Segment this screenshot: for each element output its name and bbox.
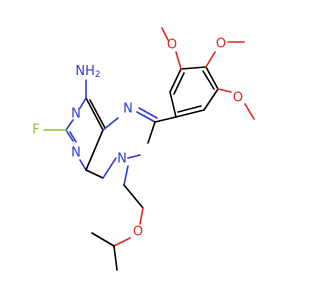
methoxy-bottom <box>217 88 255 120</box>
nitrogen-n1-label: N <box>71 107 81 122</box>
nitrogen-n3-label: N <box>71 146 81 161</box>
amine-label: NH2 <box>75 64 100 81</box>
benzyl-linker <box>154 116 177 123</box>
nitrogen-n9-label: N <box>117 152 127 167</box>
pyrimidine-ring <box>65 97 106 179</box>
methoxy-oxygen-top-label: O <box>167 38 177 53</box>
methoxy-middle <box>205 41 245 68</box>
trimethoxyphenyl-ring <box>169 66 219 118</box>
nitrogen-n7-label: N <box>123 102 133 117</box>
fluorine-label: F <box>32 123 39 138</box>
methoxy-oxygen-middle-label: O <box>216 37 226 52</box>
ether-oxygen-label: O <box>133 225 143 240</box>
isopropoxyethyl-chain <box>91 165 144 271</box>
imidazole-ring <box>102 107 158 179</box>
methoxy-top <box>161 27 182 70</box>
molecule-structure: NH2 F N N N N O O O O <box>32 27 255 271</box>
methoxy-oxygen-bottom-label: O <box>233 91 243 106</box>
